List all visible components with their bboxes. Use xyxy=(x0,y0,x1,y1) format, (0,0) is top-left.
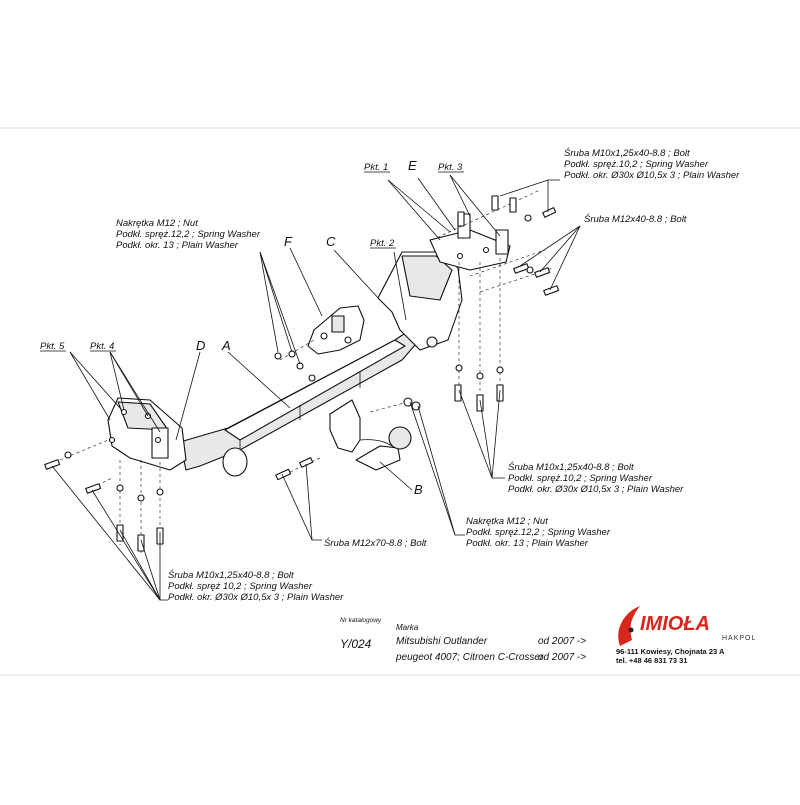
vehicle-from-1: od 2007 -> xyxy=(538,636,586,647)
logo-subtext: HAKPOL xyxy=(722,635,756,642)
label-pkt3: Pkt. 3 xyxy=(438,162,463,173)
leader-lines xyxy=(51,174,581,601)
plate-part-f xyxy=(307,305,365,355)
callout-bottom-left-bolt: Śruba M10x1,25x40-8.8 ; Bolt Podkł. sprę… xyxy=(168,569,344,603)
washer-icon xyxy=(308,374,316,382)
vehicle-name-1: Mitsubishi Outlander xyxy=(396,636,488,647)
label-pkt2: Pkt. 2 xyxy=(370,238,395,249)
ball-hook-part-b xyxy=(329,399,412,471)
washer-icon xyxy=(116,484,124,492)
label-pkt1: Pkt. 1 xyxy=(364,162,388,173)
brand-phone: tel. +48 46 831 73 31 xyxy=(616,656,688,665)
svg-text:Śruba M10x1,25x40-8.8 ; Bolt: Śruba M10x1,25x40-8.8 ; Bolt xyxy=(508,461,634,473)
callout-top-left-nut: Nakrętka M12 ; Nut Podkł. spręż.12,2 ; S… xyxy=(116,218,261,251)
catalog-block: Nr katalogowy Y/024 Marka Mitsubishi Out… xyxy=(340,617,586,663)
svg-text:Podkł. okr. Ø30x Ø10,5x 3 ; P: Podkł. okr. Ø30x Ø10,5x 3 ; Plain Washer xyxy=(168,592,344,603)
callout-center-bolt: Śruba M12x70-8.8 ; Bolt xyxy=(324,537,427,549)
washer-icon xyxy=(524,214,532,222)
svg-text:Podkł. okr. Ø30x Ø10,5x 3 ; P: Podkł. okr. Ø30x Ø10,5x 3 ; Plain Washer xyxy=(508,484,684,495)
callout-right-bolt: Śruba M12x40-8.8 ; Bolt xyxy=(584,213,687,225)
svg-text:Podkł. okr. 13 ; Plain Washer: Podkł. okr. 13 ; Plain Washer xyxy=(466,538,589,549)
label-e: E xyxy=(408,158,417,173)
label-a: A xyxy=(221,338,231,353)
bolt-icon xyxy=(85,483,102,494)
label-f: F xyxy=(284,234,293,249)
svg-text:Śruba M10x1,25x40-8.8 ; Bolt: Śruba M10x1,25x40-8.8 ; Bolt xyxy=(564,147,690,159)
logo-swoosh-icon xyxy=(618,606,640,646)
svg-text:Podkł. spręż.10,2 ; Spring Was: Podkł. spręż.10,2 ; Spring Washer xyxy=(508,473,653,484)
bolt-icon xyxy=(542,207,557,218)
brand-logo: IMIOŁA HAKPOL 96-111 Kowiesy, Chojnata 2… xyxy=(616,606,756,665)
right-bracket-part-c xyxy=(377,213,511,351)
bolt-icon xyxy=(457,211,465,227)
callout-mid-right-bolt: Śruba M10x1,25x40-8.8 ; Bolt Podkł. sprę… xyxy=(508,461,684,495)
bolt-icon xyxy=(454,384,462,402)
svg-text:Podkł. spręż 10,2 ; Spring Was: Podkł. spręż 10,2 ; Spring Washer xyxy=(168,581,313,592)
catalog-nr-value: Y/024 xyxy=(340,637,372,651)
bolt-icon xyxy=(509,197,517,213)
label-pkt4: Pkt. 4 xyxy=(90,341,114,352)
bolt-icon xyxy=(137,534,145,552)
marka-label: Marka xyxy=(396,623,419,632)
label-c: C xyxy=(326,234,336,249)
svg-text:Nakrętka M12 ; Nut: Nakrętka M12 ; Nut xyxy=(466,516,548,527)
bolt-icon xyxy=(44,459,61,470)
washer-icon xyxy=(274,352,282,360)
svg-text:Nakrętka M12 ; Nut: Nakrętka M12 ; Nut xyxy=(116,218,198,229)
washer-icon xyxy=(137,494,145,502)
label-pkt5: Pkt. 5 xyxy=(40,341,65,352)
crossbar-part-a xyxy=(179,329,416,477)
vehicle-name-2: peugeot 4007; Citroen C-Crosser xyxy=(395,652,544,663)
callout-top-right-bolt: Śruba M10x1,25x40-8.8 ; Bolt Podkł. sprę… xyxy=(564,147,740,181)
bolt-icon xyxy=(491,195,499,211)
left-bracket-part-d xyxy=(107,397,187,471)
label-b: B xyxy=(414,482,423,497)
svg-text:Śruba M10x1,25x40-8.8 ; Bolt: Śruba M10x1,25x40-8.8 ; Bolt xyxy=(168,569,294,581)
washer-icon xyxy=(64,451,72,459)
washer-icon xyxy=(411,401,421,411)
svg-text:Podkł. okr. Ø30x Ø10,5x 3 ; P: Podkł. okr. Ø30x Ø10,5x 3 ; Plain Washer xyxy=(564,170,740,181)
washer-icon xyxy=(455,364,463,372)
brand-address: 96-111 Kowiesy, Chojnata 23 A xyxy=(616,647,725,656)
washer-icon xyxy=(476,372,484,380)
svg-text:Podkł. okr. 13 ; Plain Washer: Podkł. okr. 13 ; Plain Washer xyxy=(116,240,239,251)
svg-text:Podkł. spręż.10,2 ; Spring Was: Podkł. spręż.10,2 ; Spring Washer xyxy=(564,159,709,170)
vehicle-from-2: od 2007 -> xyxy=(538,652,586,663)
bolt-icon xyxy=(275,468,292,481)
label-d: D xyxy=(196,338,205,353)
logo-text: IMIOŁA xyxy=(640,613,710,635)
svg-text:Podkł. spręż.12,2 ; Spring Was: Podkł. spręż.12,2 ; Spring Washer xyxy=(116,229,261,240)
washer-icon xyxy=(526,266,534,274)
bolt-icon xyxy=(116,524,124,542)
bolt-icon xyxy=(543,285,560,296)
washer-icon xyxy=(403,397,413,407)
bolt-icon xyxy=(476,394,484,412)
washer-icon xyxy=(496,366,504,374)
callout-center-nut: Nakrętka M12 ; Nut Podkł. spręż.12,2 ; S… xyxy=(466,516,611,549)
logo-ball-icon xyxy=(628,627,634,633)
washer-icon xyxy=(156,488,164,496)
catalog-nr-label: Nr katalogowy xyxy=(340,617,382,624)
svg-text:Podkł. spręż.12,2 ; Spring Was: Podkł. spręż.12,2 ; Spring Washer xyxy=(466,527,611,538)
fasteners xyxy=(44,195,560,552)
bolt-icon xyxy=(299,457,314,468)
